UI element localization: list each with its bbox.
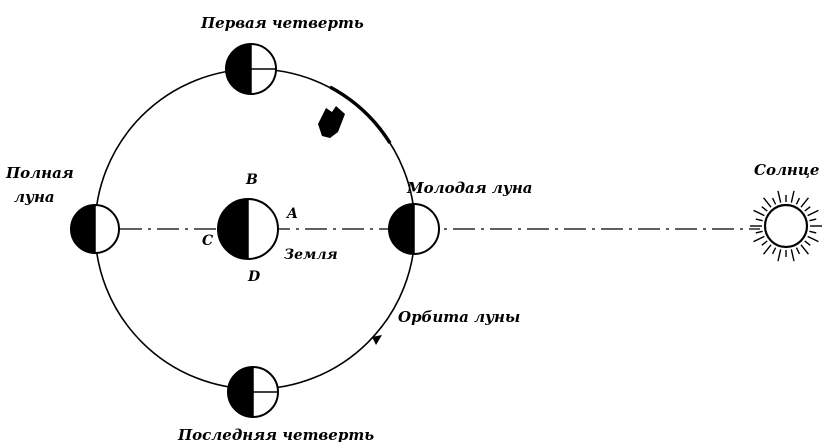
sun-ray [778, 191, 781, 203]
label-full-moon-line1: Полная [5, 164, 74, 182]
label-point-c: C [202, 233, 213, 249]
moon-first-quarter [226, 44, 276, 94]
sun-ray [805, 207, 810, 211]
sun-ray [762, 241, 767, 245]
sun-ray [801, 245, 808, 254]
moon-new [389, 204, 439, 254]
sun-ray [801, 198, 808, 207]
sun-ray [809, 219, 816, 221]
label-point-d: D [247, 269, 261, 285]
sun-ray [808, 210, 819, 215]
label-point-a: A [285, 206, 298, 222]
moon-full [71, 205, 119, 253]
sun-ray [808, 236, 819, 241]
sun-ray [791, 191, 794, 203]
sun-ray [796, 198, 799, 204]
sun-ray [809, 231, 816, 233]
sun-ray [756, 219, 763, 221]
sun-ray [762, 207, 767, 211]
sun-ray [754, 236, 765, 241]
sun-ray [773, 198, 776, 204]
orbit-marker [318, 106, 345, 138]
sun-ray [791, 249, 794, 261]
label-new-moon: Молодая луна [406, 179, 533, 197]
label-first-quarter: Первая четверть [200, 14, 364, 32]
sun-ray [778, 249, 781, 261]
earth [218, 199, 278, 259]
moon-last-quarter [228, 367, 278, 417]
sun-ray [756, 231, 763, 233]
sun-ray [773, 248, 776, 254]
label-sun: Солнце [754, 161, 819, 179]
label-point-b: B [245, 172, 258, 188]
sun [750, 191, 822, 261]
sun-ray [796, 248, 799, 254]
label-earth: Земля [284, 247, 338, 263]
sun-ray [754, 210, 765, 215]
label-full-moon-line2: луна [14, 188, 55, 206]
sun-ray [764, 245, 771, 254]
label-orbit: Орбита луны [398, 308, 520, 326]
sun-ray [764, 198, 771, 207]
label-last-quarter: Последняя четверть [177, 426, 374, 442]
sun-ray [805, 241, 810, 245]
